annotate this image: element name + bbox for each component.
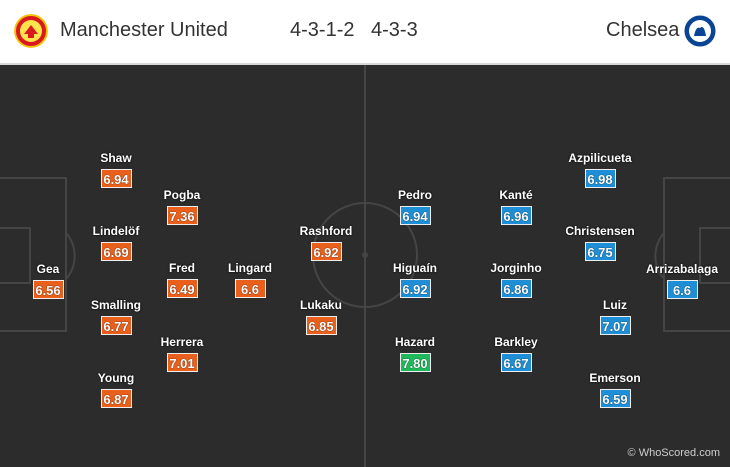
player-fred[interactable]: Fred 6.49 bbox=[152, 261, 212, 299]
player-rating: 6.6 bbox=[666, 280, 698, 299]
player-lindelof[interactable]: Lindelöf 6.69 bbox=[86, 224, 146, 262]
player-name: Azpilicueta bbox=[568, 151, 632, 165]
player-rating: 6.87 bbox=[100, 389, 132, 408]
player-pogba[interactable]: Pogba 7.36 bbox=[152, 188, 212, 226]
player-name: Kanté bbox=[499, 188, 533, 202]
player-name: Young bbox=[97, 371, 135, 385]
player-rating: 6.49 bbox=[166, 279, 198, 298]
player-rating: 7.80 bbox=[399, 353, 431, 372]
player-arrizabalaga[interactable]: Arrizabalaga 6.6 bbox=[640, 262, 724, 300]
player-shaw[interactable]: Shaw 6.94 bbox=[86, 151, 146, 189]
player-rating: 6.59 bbox=[599, 389, 631, 408]
player-azpilicueta[interactable]: Azpilicueta 6.98 bbox=[565, 151, 635, 189]
player-rating: 6.94 bbox=[100, 169, 132, 188]
player-hazard[interactable]: Hazard 7.80 bbox=[385, 335, 445, 373]
player-name: Pogba bbox=[163, 188, 201, 202]
player-rating: 7.07 bbox=[599, 316, 631, 335]
player-name: Smalling bbox=[90, 298, 141, 312]
player-luiz[interactable]: Luiz 7.07 bbox=[585, 298, 645, 336]
player-rating: 6.56 bbox=[32, 280, 64, 299]
player-name: Rashford bbox=[299, 224, 353, 238]
player-rating: 6.96 bbox=[500, 206, 532, 225]
player-name: Herrera bbox=[160, 335, 204, 349]
player-name: Lingard bbox=[228, 261, 272, 275]
home-formation: 4-3-1-2 bbox=[290, 19, 355, 41]
chelsea-crest-icon bbox=[683, 14, 717, 48]
player-name: Lindelöf bbox=[92, 224, 140, 238]
player-rating: 6.69 bbox=[100, 242, 132, 261]
player-name: Emerson bbox=[589, 371, 641, 385]
player-rating: 6.67 bbox=[500, 353, 532, 372]
player-barkley[interactable]: Barkley 6.67 bbox=[486, 335, 546, 373]
player-name: Arrizabalaga bbox=[645, 262, 719, 276]
player-herrera[interactable]: Herrera 7.01 bbox=[152, 335, 212, 373]
player-rating: 6.94 bbox=[399, 206, 431, 225]
player-rating: 7.01 bbox=[166, 353, 198, 372]
player-rating: 6.86 bbox=[500, 279, 532, 298]
player-jorginho[interactable]: Jorginho 6.86 bbox=[479, 261, 553, 299]
player-name: Luiz bbox=[603, 298, 627, 312]
manchester-united-crest-icon bbox=[14, 14, 48, 48]
player-higuain[interactable]: Higuaín 6.92 bbox=[385, 261, 445, 299]
watermark: © WhoScored.com bbox=[627, 447, 720, 459]
player-rating: 6.75 bbox=[584, 242, 616, 261]
player-name: Hazard bbox=[394, 335, 435, 349]
player-rating: 6.98 bbox=[584, 169, 616, 188]
player-name: Lukaku bbox=[299, 298, 342, 312]
player-pedro[interactable]: Pedro 6.94 bbox=[385, 188, 445, 226]
player-rating: 6.85 bbox=[305, 316, 337, 335]
player-rating: 6.77 bbox=[100, 316, 132, 335]
player-young[interactable]: Young 6.87 bbox=[86, 371, 146, 409]
away-formation: 4-3-3 bbox=[371, 19, 418, 41]
player-lingard[interactable]: Lingard 6.6 bbox=[220, 261, 280, 299]
match-header: Manchester United 4-3-1-2 4-3-3 Chelsea bbox=[0, 0, 730, 65]
player-gea[interactable]: Gea 6.56 bbox=[28, 262, 68, 300]
player-name: Christensen bbox=[565, 224, 635, 238]
player-smalling[interactable]: Smalling 6.77 bbox=[86, 298, 146, 336]
player-lukaku[interactable]: Lukaku 6.85 bbox=[286, 298, 356, 336]
player-name: Shaw bbox=[100, 151, 132, 165]
player-name: Gea bbox=[36, 262, 60, 276]
player-name: Higuaín bbox=[393, 261, 437, 275]
player-rating: 6.92 bbox=[399, 279, 431, 298]
player-rating: 6.6 bbox=[234, 279, 266, 298]
player-christensen[interactable]: Christensen 6.75 bbox=[560, 224, 640, 262]
player-name: Fred bbox=[168, 261, 195, 275]
player-emerson[interactable]: Emerson 6.59 bbox=[578, 371, 652, 409]
player-name: Pedro bbox=[397, 188, 432, 202]
player-rating: 6.92 bbox=[310, 242, 342, 261]
player-kante[interactable]: Kanté 6.96 bbox=[486, 188, 546, 226]
home-team-name: Manchester United bbox=[60, 19, 228, 41]
away-team-name: Chelsea bbox=[606, 19, 680, 41]
player-rating: 7.36 bbox=[166, 206, 198, 225]
player-rashford[interactable]: Rashford 6.92 bbox=[286, 224, 366, 262]
player-name: Jorginho bbox=[490, 261, 542, 275]
player-name: Barkley bbox=[494, 335, 538, 349]
